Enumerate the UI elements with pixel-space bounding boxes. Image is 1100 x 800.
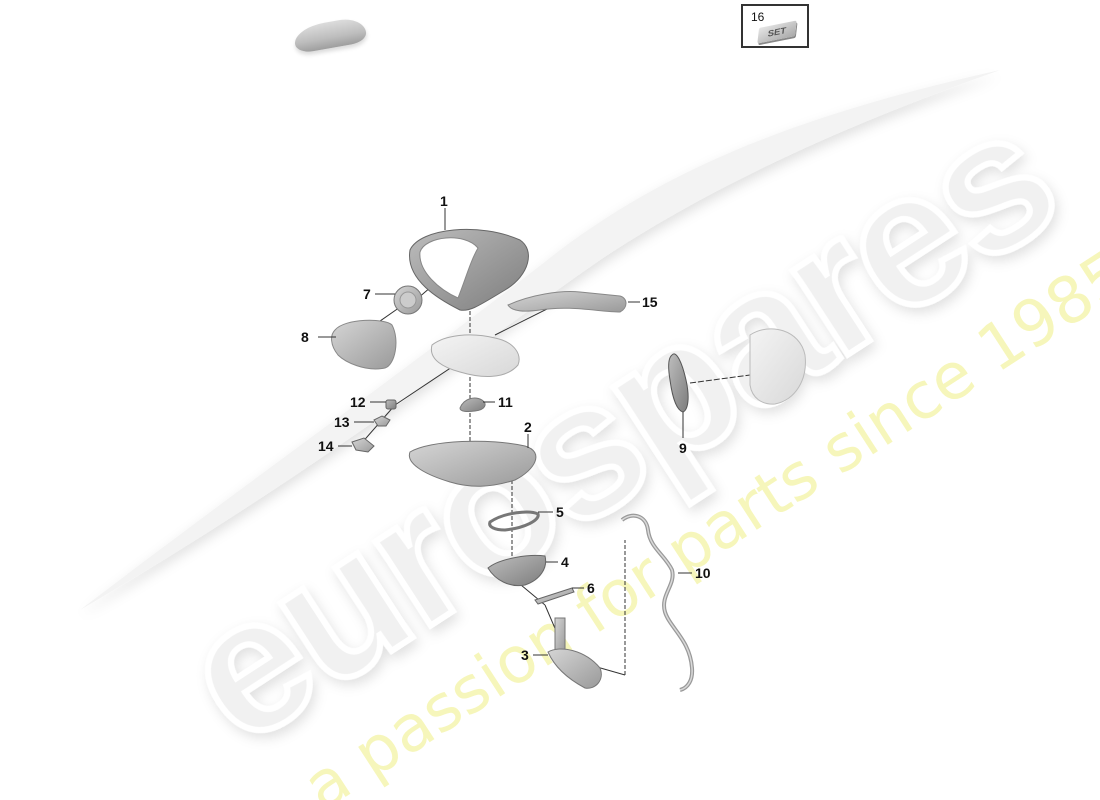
callout-5[interactable]: 5 <box>556 504 564 520</box>
part-11-puddle-lamp[interactable] <box>459 397 486 413</box>
part-14-clip[interactable] <box>351 437 375 453</box>
set-badge[interactable]: 16 SET <box>741 4 809 48</box>
callout-11[interactable]: 11 <box>498 394 513 410</box>
part-6-bracket[interactable] <box>534 587 575 605</box>
part-mirror-bracket <box>430 334 520 377</box>
callout-1[interactable]: 1 <box>440 193 448 209</box>
part-2-lower-mirror-cover[interactable] <box>408 440 537 487</box>
callout-4[interactable]: 4 <box>561 554 569 570</box>
part-3-mirror-base[interactable] <box>547 617 602 689</box>
part-15-trim-strip[interactable] <box>507 291 627 313</box>
callout-14[interactable]: 14 <box>318 438 334 454</box>
callout-10[interactable]: 10 <box>695 565 711 581</box>
callout-7[interactable]: 7 <box>363 286 371 302</box>
part-12-connector[interactable] <box>385 399 397 410</box>
callout-13[interactable]: 13 <box>334 414 350 430</box>
callout-9[interactable]: 9 <box>679 440 687 456</box>
part-1-mirror-housing[interactable] <box>409 228 529 311</box>
callout-2[interactable]: 2 <box>524 419 532 435</box>
part-7-glass-actuator[interactable] <box>393 285 423 315</box>
part-8-mirror-glass[interactable] <box>331 319 397 370</box>
callout-15[interactable]: 15 <box>642 294 658 310</box>
callout-6[interactable]: 6 <box>587 580 595 596</box>
part-13-clip[interactable] <box>373 415 391 427</box>
part-turn-signal-lens <box>749 328 806 405</box>
part-5-seal[interactable] <box>488 510 540 532</box>
set-badge-number: 16 <box>751 10 765 24</box>
callout-3[interactable]: 3 <box>521 647 529 663</box>
callout-12[interactable]: 12 <box>350 394 366 410</box>
callout-8[interactable]: 8 <box>301 329 309 345</box>
part-4-base-cover[interactable] <box>487 555 547 587</box>
